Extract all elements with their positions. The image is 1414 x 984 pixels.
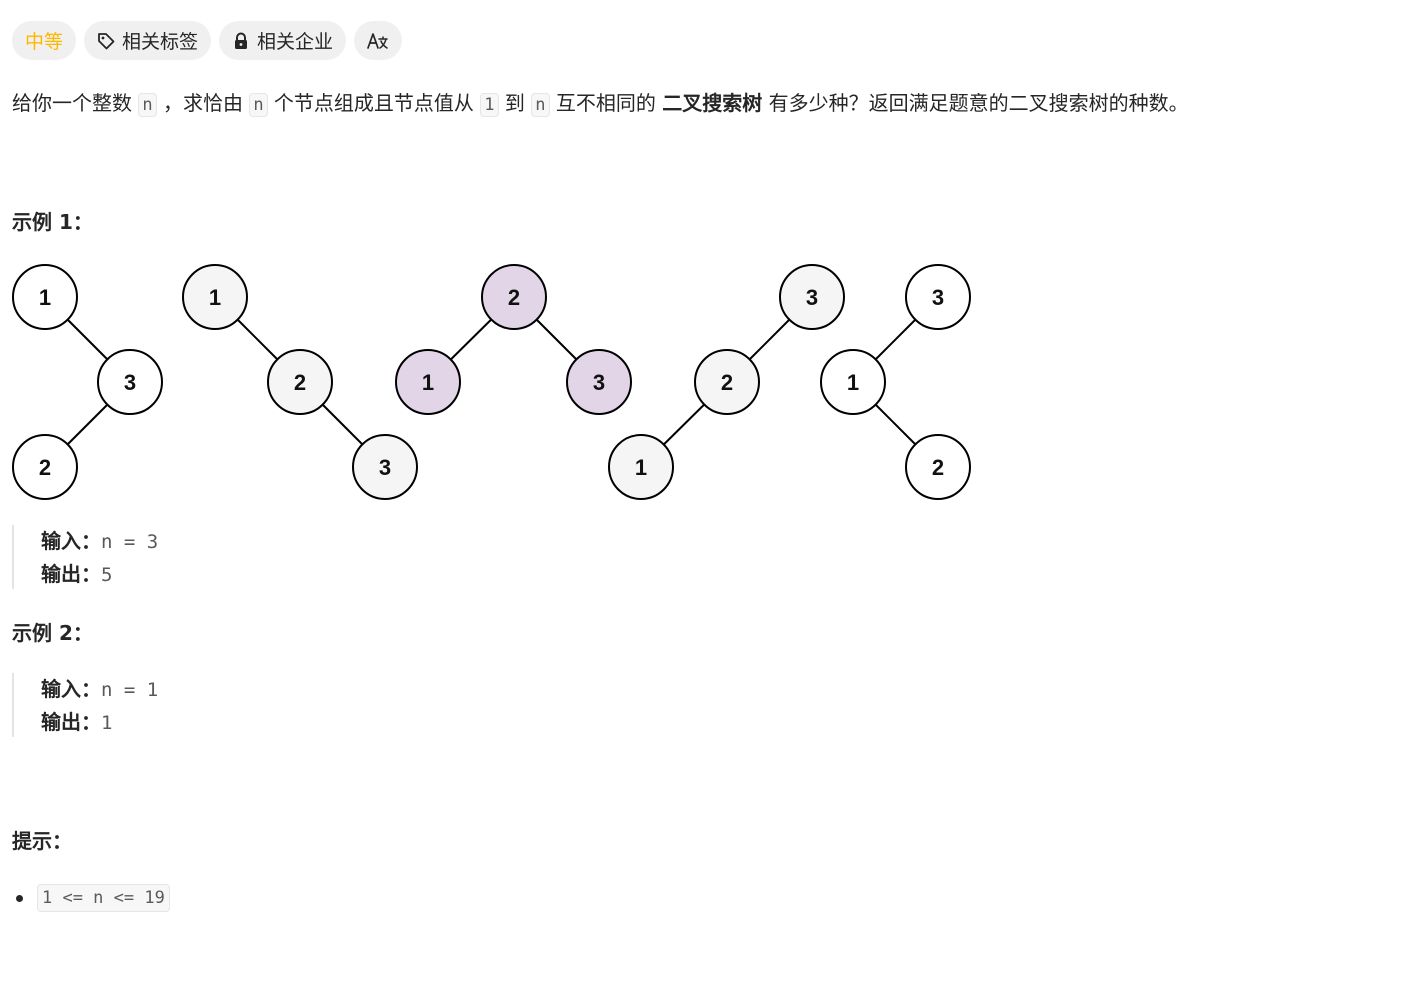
tree-node [608, 434, 674, 500]
bst-diagram: 1 3 2 1 2 3 2 1 3 3 2 1 3 1 2 [12, 264, 971, 500]
input-label: 输入： [41, 529, 101, 553]
tree-node-label: 1 [209, 285, 221, 310]
example-2-output: 输出：1 [41, 706, 612, 739]
tree-node [267, 349, 333, 415]
tree-node-label: 1 [422, 370, 434, 395]
tree-edge [874, 318, 917, 361]
statement-text: 到 [498, 91, 532, 115]
tree-5: 3 1 2 [820, 264, 971, 500]
tree-node [820, 349, 886, 415]
difficulty-label: 中等 [25, 31, 64, 53]
tree-node-label: 3 [593, 370, 605, 395]
tree-node-label: 2 [721, 370, 733, 395]
statement-text: 个节点组成且节点值从 [267, 91, 481, 115]
input-value: n = 3 [101, 531, 159, 553]
tag-bar: 中等 相关标签 相关企业 [12, 21, 403, 60]
tree-node [779, 264, 845, 330]
tree-edge [663, 403, 705, 446]
statement-text: 互不相同的 [549, 91, 663, 115]
inline-code-n: n [138, 93, 157, 117]
tree-edge [450, 318, 492, 361]
translate-button[interactable] [354, 21, 403, 60]
tree-edge [66, 318, 109, 361]
difficulty-badge[interactable]: 中等 [12, 21, 77, 60]
tree-edge [236, 318, 279, 361]
tree-node [905, 264, 971, 330]
related-tags-button[interactable]: 相关标签 [84, 21, 212, 60]
hints-heading: 提示： [12, 829, 72, 853]
list-bullet [16, 894, 23, 902]
tree-node [905, 434, 971, 500]
tree-node-label: 2 [39, 455, 51, 480]
tree-node-label: 3 [124, 370, 136, 395]
input-value: n = 1 [101, 679, 159, 701]
related-tags-label: 相关标签 [122, 31, 199, 53]
bst-term: 二叉搜索树 [662, 91, 763, 115]
related-companies-label: 相关企业 [257, 31, 334, 53]
example-1-output: 输出：5 [41, 558, 612, 591]
tree-edge [535, 318, 578, 361]
output-label: 输出： [41, 710, 101, 734]
statement-text: 有多少种？返回满足题意的二叉搜索树的种数。 [762, 91, 1189, 115]
tree-node-label: 2 [932, 455, 944, 480]
inline-code-n: n [531, 93, 550, 117]
example-2-block: 输入：n = 1 输出：1 [12, 673, 612, 737]
statement-text: 给你一个整数 [12, 91, 139, 115]
tree-node [12, 264, 78, 330]
tree-edge [748, 318, 791, 361]
tree-2: 1 2 3 [182, 264, 418, 500]
tree-1: 1 3 2 [12, 264, 163, 500]
tree-node-label: 1 [847, 370, 859, 395]
tree-node [97, 349, 163, 415]
output-label: 输出： [41, 562, 101, 586]
tree-edge [66, 403, 109, 446]
tree-node-label: 2 [508, 285, 520, 310]
tree-node [395, 349, 461, 415]
tree-node [352, 434, 418, 500]
hint-list: 1 <= n <= 19 [12, 884, 170, 912]
example-1-tree-diagram: 1 3 2 1 2 3 2 1 3 3 2 1 3 1 2 [12, 262, 974, 506]
tag-icon [96, 31, 116, 51]
example-2-heading: 示例 2： [12, 621, 93, 645]
tree-node-label: 3 [806, 285, 818, 310]
tree-node-label: 3 [932, 285, 944, 310]
output-value: 1 [101, 712, 113, 734]
translate-icon [366, 31, 390, 51]
tree-4: 3 2 1 [608, 264, 845, 500]
tree-node-label: 3 [379, 455, 391, 480]
example-1-input: 输入：n = 3 [41, 525, 612, 558]
inline-code-n: n [249, 93, 268, 117]
statement-text: ，求恰由 [156, 91, 250, 115]
tree-edge [321, 403, 364, 446]
example-1-block: 输入：n = 3 输出：5 [12, 525, 612, 589]
tree-node-label: 1 [635, 455, 647, 480]
tree-node [566, 349, 632, 415]
example-1-heading: 示例 1： [12, 210, 93, 234]
tree-node [481, 264, 547, 330]
tree-3: 2 1 3 [395, 264, 632, 415]
lock-icon [231, 31, 251, 51]
problem-statement: 给你一个整数 n ，求恰由 n 个节点组成且节点值从 1 到 n 互不相同的 二… [12, 88, 1189, 120]
tree-node-label: 2 [294, 370, 306, 395]
tree-node-label: 1 [39, 285, 51, 310]
related-companies-button[interactable]: 相关企业 [219, 21, 347, 60]
example-2-input: 输入：n = 1 [41, 673, 612, 706]
tree-node [694, 349, 760, 415]
output-value: 5 [101, 564, 113, 586]
tree-node [12, 434, 78, 500]
tree-edge [874, 403, 917, 446]
input-label: 输入： [41, 677, 101, 701]
inline-code-1: 1 [480, 93, 499, 117]
hint-constraint: 1 <= n <= 19 [37, 884, 170, 912]
tree-node [182, 264, 248, 330]
